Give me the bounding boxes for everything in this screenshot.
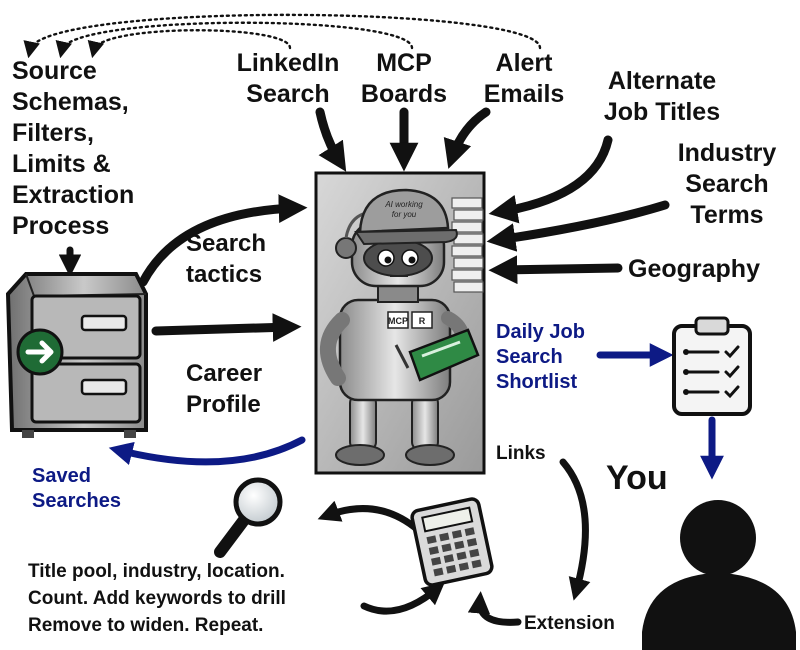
extension-label: Extension	[524, 613, 615, 634]
saved-searches-line-1: Saved	[32, 465, 91, 487]
source-schemas-label: Source Schemas, Filters, Limits & Extrac…	[12, 56, 134, 242]
schema-line-2: Schemas,	[12, 88, 129, 116]
cap-text-line-2: for you	[392, 210, 417, 219]
career-profile-line-1: Career	[186, 360, 263, 387]
alternate-titles-line-1: Alternate	[607, 67, 717, 95]
alternate-job-titles-label: Alternate Job Titles	[582, 66, 742, 128]
chest-label-r: R	[419, 316, 426, 326]
schema-line-1: Source	[12, 57, 97, 85]
alternate-titles-line-2: Job Titles	[603, 98, 721, 126]
feedback-dotted-arrows	[23, 13, 542, 59]
dotted-arrow-linkedin	[87, 29, 292, 59]
arrow-extension-to-calculator	[467, 591, 522, 626]
shortlist-line-2: Search	[496, 346, 563, 368]
person-silhouette-icon	[642, 500, 796, 650]
saved-searches-label: Saved Searches	[32, 464, 121, 514]
arrow-titles-to-robot	[488, 135, 613, 224]
calculator-icon	[410, 497, 494, 587]
arrow-industry-to-robot	[486, 200, 670, 252]
arrow-loop-to-calculator	[360, 582, 445, 615]
links-label: Links	[496, 443, 546, 464]
arrow-links-to-extension	[559, 458, 591, 601]
arrow-profile-to-robot	[151, 313, 302, 342]
career-profile-label: Career Profile	[186, 358, 262, 420]
geography-label: Geography	[628, 255, 760, 283]
dotted-arrow-alert-emails	[23, 13, 542, 59]
saved-searches-line-2: Searches	[32, 490, 121, 512]
industry-terms-line-1: Industry	[677, 139, 777, 167]
mcp-boards-label: MCP Boards	[354, 48, 454, 110]
search-tactics-label: Search tactics	[186, 228, 266, 290]
schema-line-6: Process	[12, 212, 110, 240]
industry-search-terms-label: Industry Search Terms	[662, 138, 792, 231]
tablet-icon	[408, 328, 480, 382]
alert-label-line-2: Emails	[483, 80, 565, 108]
mcp-label-line-1: MCP	[376, 49, 432, 77]
cap-text-line-1: AI working	[384, 200, 423, 209]
loop-instructions: Title pool, industry, location. Count. A…	[28, 558, 286, 639]
schema-line-3: Filters,	[12, 119, 94, 147]
industry-terms-line-2: Search	[685, 170, 769, 198]
loop-line-1: Title pool, industry, location.	[28, 561, 285, 582]
schema-line-4: Limits &	[12, 150, 111, 178]
arrow-calculator-to-magnifier	[317, 500, 422, 534]
arrow-robot-to-saved-searches	[108, 436, 306, 466]
linkedin-search-label: LinkedIn Search	[226, 48, 350, 110]
arrow-tactics-to-robot	[138, 194, 308, 287]
paper-stack	[451, 197, 484, 293]
arrow-linkedin-to-robot	[315, 107, 347, 172]
arrow-alerts-to-robot	[443, 107, 491, 169]
career-profile-line-2: Profile	[186, 391, 261, 418]
loop-line-3: Remove to widen. Repeat.	[28, 615, 264, 636]
clipboard-icon	[672, 316, 752, 416]
you-label: You	[606, 459, 668, 497]
blue-arrows	[108, 343, 724, 480]
chest-label-mcp: MCP	[388, 316, 408, 326]
alert-label-line-1: Alert	[495, 49, 553, 77]
linkedin-label-line-1: LinkedIn	[236, 49, 340, 77]
cabinet-icon	[5, 272, 148, 438]
daily-shortlist-label: Daily Job Search Shortlist	[496, 320, 585, 395]
magnifier-icon	[214, 477, 283, 558]
shortlist-line-3: Shortlist	[496, 371, 578, 393]
search-tactics-line-2: tactics	[186, 261, 263, 288]
mcp-label-line-2: Boards	[360, 80, 448, 108]
shortlist-line-1: Daily Job	[496, 321, 585, 343]
search-tactics-line-1: Search	[186, 230, 267, 257]
schema-line-5: Extraction	[12, 181, 135, 209]
arrow-geography-to-robot	[488, 255, 623, 285]
linkedin-label-line-2: Search	[246, 80, 330, 108]
robot-icon: MCP R AI working for you	[314, 171, 486, 475]
industry-terms-line-3: Terms	[690, 201, 764, 229]
alert-emails-label: Alert Emails	[474, 48, 574, 110]
dotted-arrow-mcp-boards	[55, 21, 414, 59]
loop-line-2: Count. Add keywords to drill	[28, 588, 286, 609]
black-arrows	[58, 107, 670, 626]
